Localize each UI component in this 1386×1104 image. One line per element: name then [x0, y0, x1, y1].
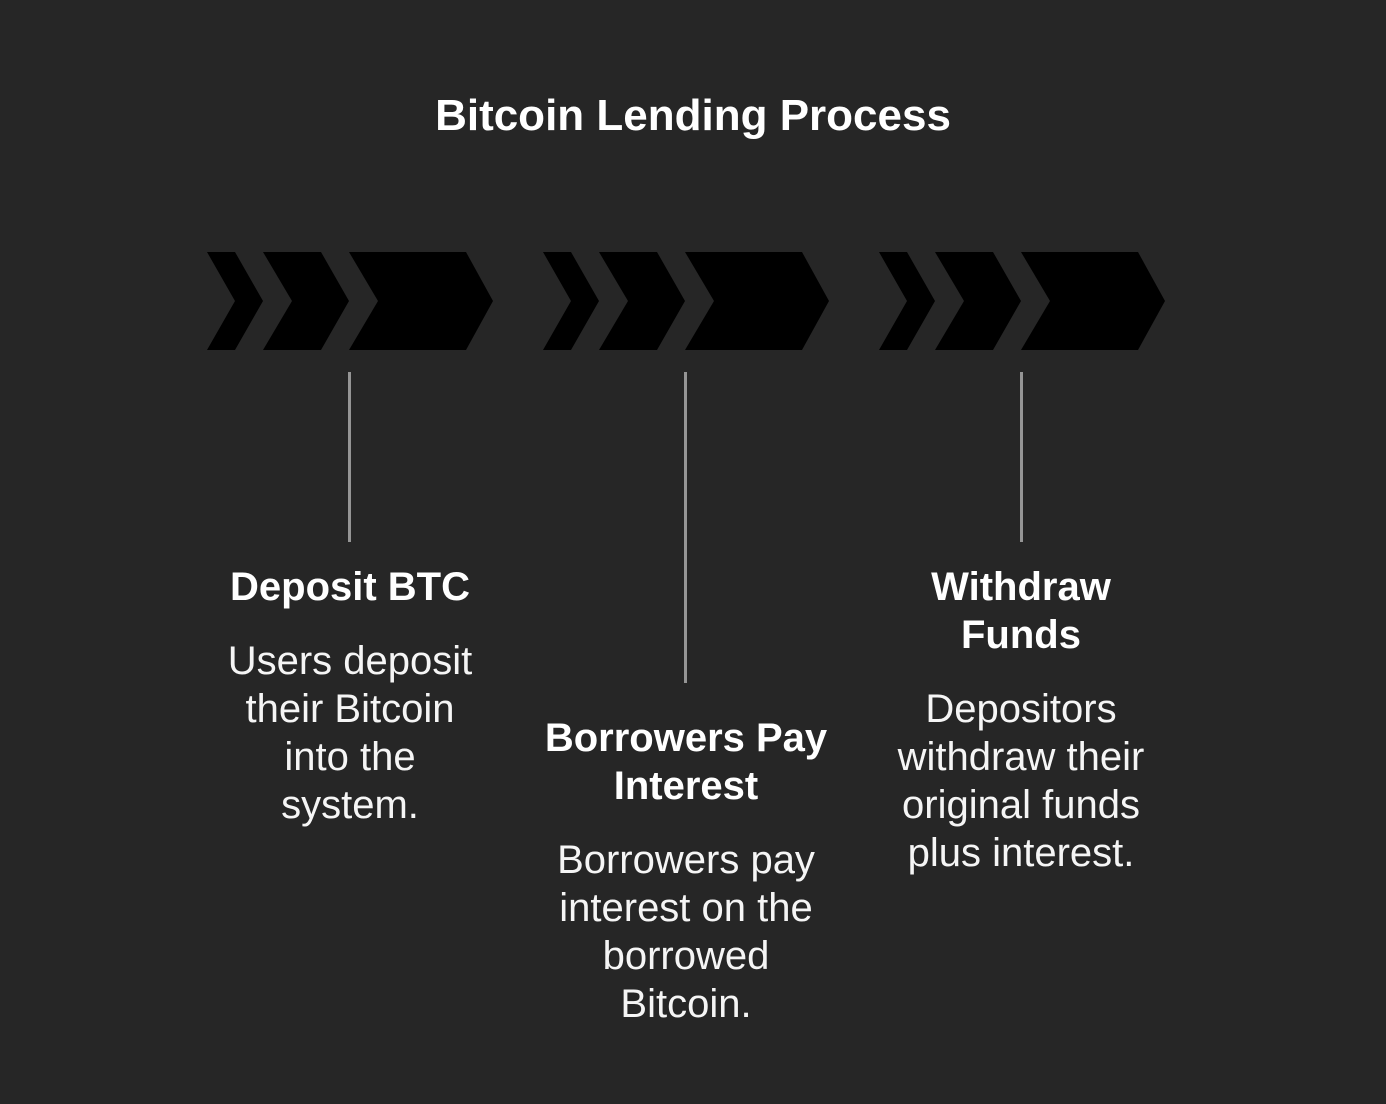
chevron-arrows-icon	[879, 252, 1165, 350]
step-heading: Deposit BTC	[230, 565, 470, 609]
step-body: Borrowers pay interest on the borrowed B…	[557, 838, 815, 1026]
chevron-arrows-icon	[543, 252, 829, 350]
connector-line	[684, 372, 687, 683]
diagram-title: Bitcoin Lending Process	[435, 91, 951, 140]
connector-line	[348, 372, 351, 542]
step-block-withdraw-funds: Withdraw Funds Depositors withdraw their…	[861, 563, 1181, 877]
step-heading: Borrowers Pay Interest	[544, 716, 828, 808]
step-body: Depositors withdraw their original funds…	[897, 687, 1145, 875]
step-body: Users deposit their Bitcoin into the sys…	[227, 639, 473, 827]
connector-line	[1020, 372, 1023, 542]
step-block-deposit-btc: Deposit BTC Users deposit their Bitcoin …	[190, 563, 510, 829]
chevron-arrows-icon	[207, 252, 493, 350]
step-heading: Withdraw Funds	[931, 565, 1111, 657]
step-block-borrowers-pay-interest: Borrowers Pay Interest Borrowers pay int…	[526, 714, 846, 1028]
